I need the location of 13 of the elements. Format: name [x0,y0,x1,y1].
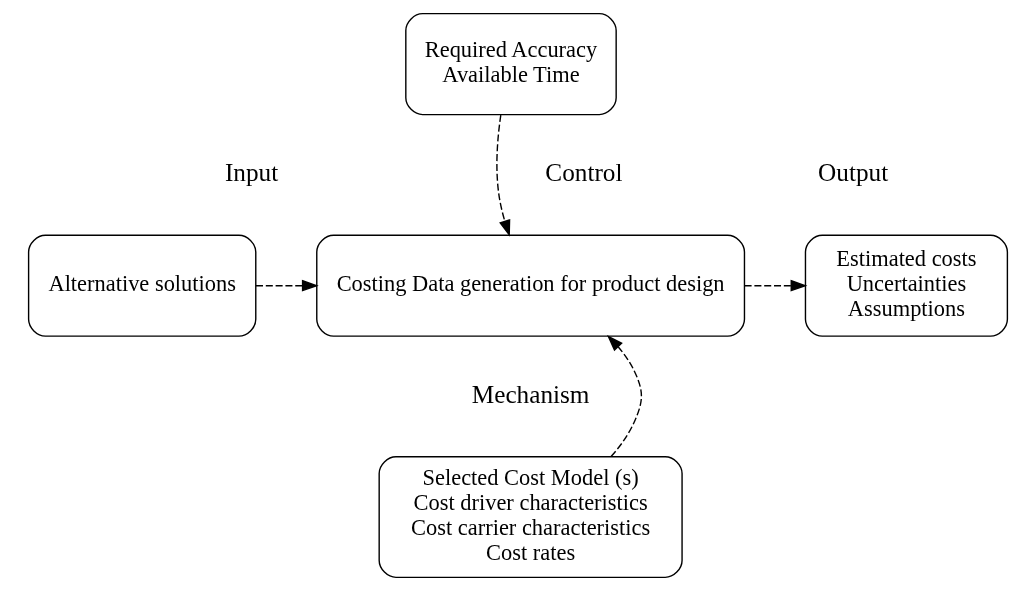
label: Mechanism [471,380,589,408]
arrow [495,114,510,237]
node-box: Costing Data generation for product design [315,234,745,337]
node-box: Alternative solutions [27,234,256,337]
label: Control [544,159,622,187]
arrow [606,334,642,458]
node-box: Estimated costs Uncertainties Assumptions [804,234,1008,337]
arrow [254,279,319,292]
arrow [743,279,807,292]
label: Output [817,159,888,187]
node-box: Selected Cost Model (s) Cost driver characteristics Cost carrier characteristics Cost rates [378,456,683,579]
label: Input [224,159,278,187]
node-box: Required Accuracy Available Time [404,12,617,116]
